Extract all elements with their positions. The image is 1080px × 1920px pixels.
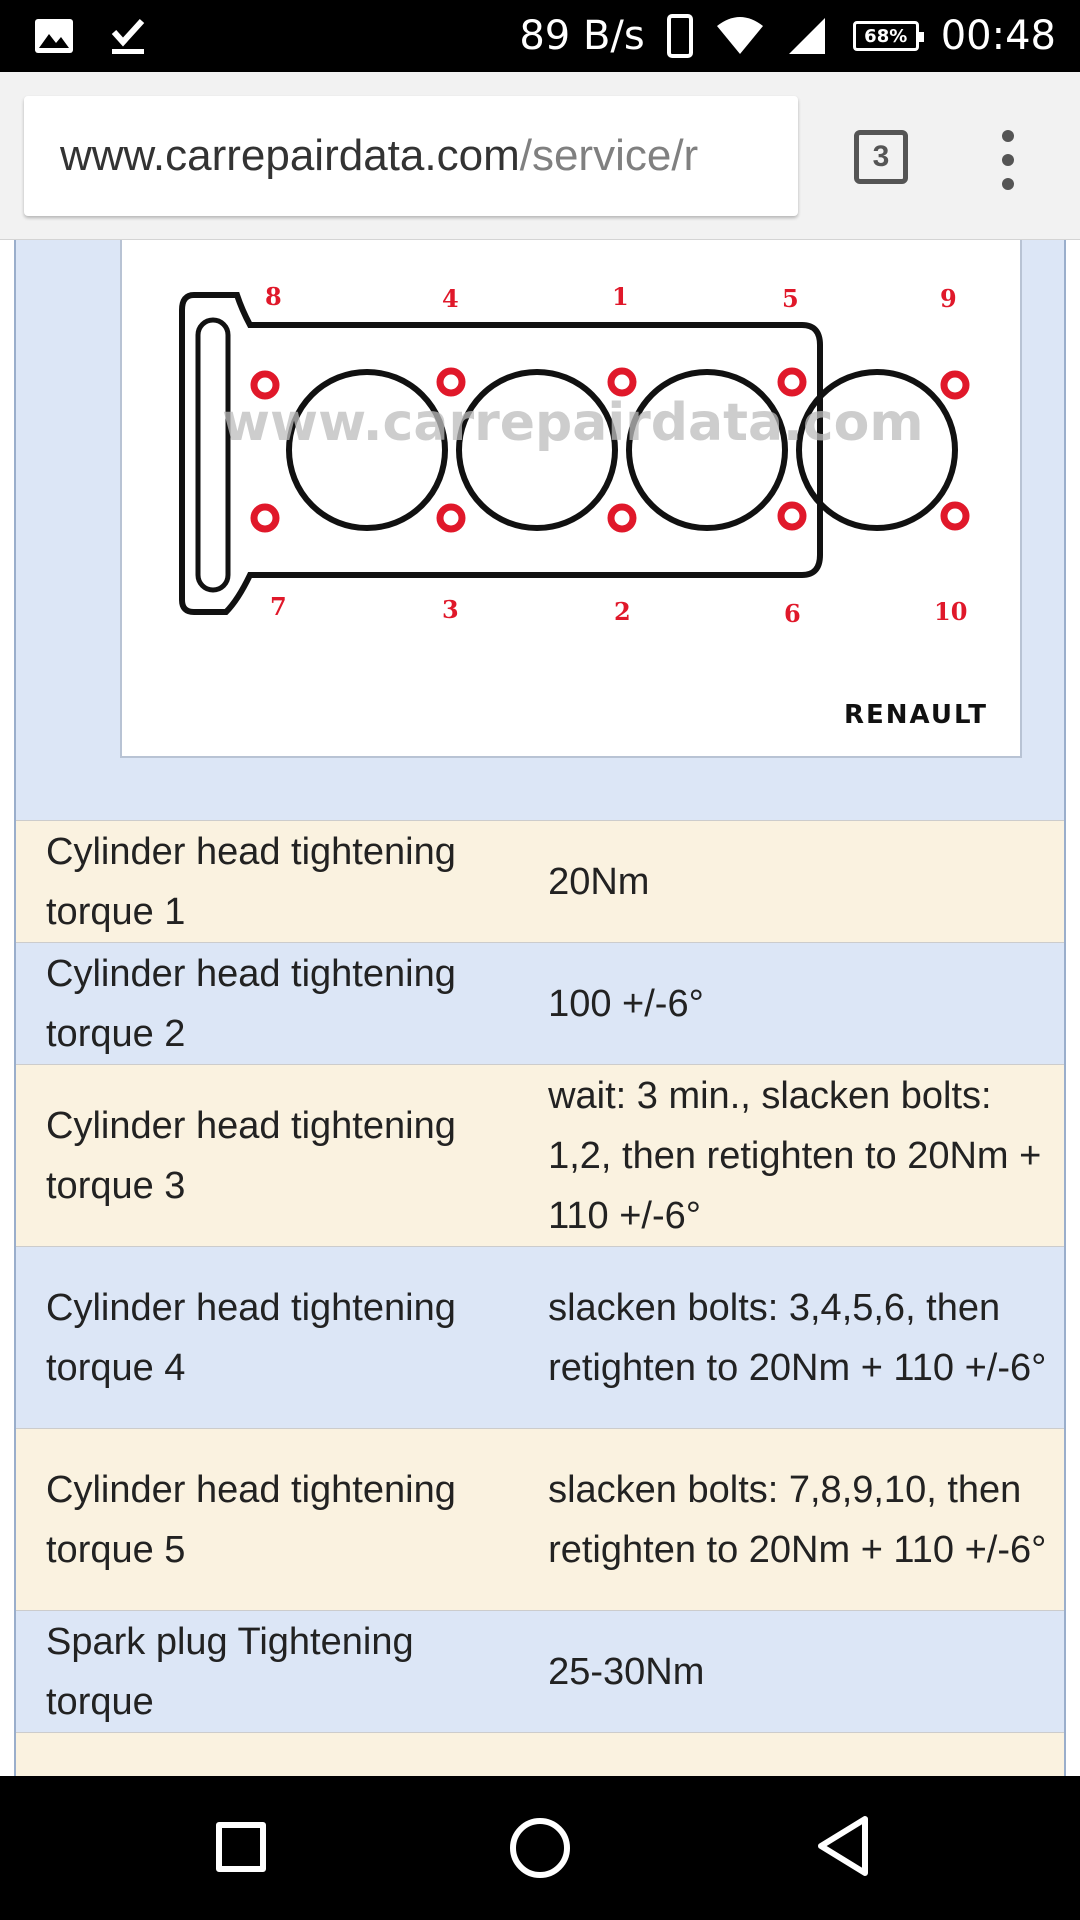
spec-label: Cylinder head tightening torque 2 — [13, 942, 539, 1065]
table-row: Cylinder head tightening torque 2 100 +/… — [13, 942, 1066, 1065]
bolt-number: 1 — [612, 282, 629, 311]
network-speed: 89 B/s — [519, 13, 645, 59]
specs-table: Cylinder head tightening torque 1 20Nm C… — [13, 820, 1066, 1776]
image-icon — [35, 19, 73, 53]
bolt-number: 7 — [270, 592, 287, 621]
bolt-number: 5 — [782, 284, 799, 313]
bolt-number: 2 — [614, 597, 631, 626]
bolt-number: 6 — [784, 599, 801, 628]
bolt-sequence-diagram: www.carrepairdata.com 8 4 1 5 9 7 3 — [179, 282, 970, 628]
spec-label: Engine oil with filter — [13, 1732, 539, 1776]
diagram-section: www.carrepairdata.com 8 4 1 5 9 7 3 — [14, 240, 1066, 820]
spec-label: Cylinder head tightening torque 5 — [13, 1428, 539, 1611]
url-path: /service/r — [519, 131, 699, 180]
spec-label: Cylinder head tightening torque 3 — [13, 1064, 539, 1247]
bolt-number: 8 — [265, 282, 282, 311]
table-row: Cylinder head tightening torque 1 20Nm — [13, 820, 1066, 943]
overflow-menu-icon[interactable] — [996, 130, 1020, 190]
spec-value: 20Nm — [538, 820, 1066, 943]
phone-icon — [666, 14, 693, 58]
brand-label: RENAULT — [844, 700, 988, 730]
download-done-icon — [111, 18, 145, 54]
spec-value: slacken bolts: 7,8,9,10, then retighten … — [538, 1428, 1066, 1611]
back-icon[interactable] — [815, 1814, 871, 1878]
url-host: www.carrepairdata.com — [60, 131, 520, 180]
recent-apps-icon[interactable] — [216, 1822, 266, 1872]
table-row: Spark plug Tightening torque 25-30Nm — [13, 1610, 1066, 1733]
diagram-watermark: www.carrepairdata.com — [222, 393, 924, 453]
table-row: Engine oil with filter 3.8l — [13, 1732, 1066, 1776]
navigation-bar — [0, 1776, 1080, 1920]
table-row: Cylinder head tightening torque 4 slacke… — [13, 1246, 1066, 1429]
url-bar[interactable]: www.carrepairdata.com/service/r — [24, 96, 798, 216]
spec-value: 25-30Nm — [538, 1610, 1066, 1733]
spec-value: 3.8l — [538, 1732, 1066, 1776]
signal-icon — [788, 18, 825, 54]
tab-switcher-button[interactable]: 3 — [854, 130, 908, 184]
home-icon[interactable] — [510, 1818, 570, 1878]
cylinder-head-diagram: www.carrepairdata.com 8 4 1 5 9 7 3 — [120, 240, 1022, 758]
bolt-number: 9 — [940, 284, 957, 313]
bolt-number: 10 — [934, 597, 967, 626]
page-content: www.carrepairdata.com 8 4 1 5 9 7 3 — [0, 240, 1080, 1776]
spec-value: slacken bolts: 3,4,5,6, then retighten t… — [538, 1246, 1066, 1429]
spec-value: wait: 3 min., slacken bolts: 1,2, then r… — [538, 1064, 1066, 1247]
battery-icon: 68% — [852, 21, 924, 51]
spec-label: Cylinder head tightening torque 4 — [13, 1246, 539, 1429]
spec-label: Spark plug Tightening torque — [13, 1610, 539, 1733]
clock: 00:48 — [940, 13, 1056, 59]
wifi-icon — [716, 17, 763, 54]
bolt-number: 3 — [442, 595, 459, 624]
spec-label: Cylinder head tightening torque 1 — [13, 820, 539, 943]
table-row: Cylinder head tightening torque 5 slacke… — [13, 1428, 1066, 1611]
browser-toolbar: www.carrepairdata.com/service/r 3 — [0, 72, 1080, 240]
spec-value: 100 +/-6° — [538, 942, 1066, 1065]
bolt-number: 4 — [442, 284, 459, 313]
tab-count: 3 — [872, 140, 890, 173]
status-bar: 89 B/s 68% 00:48 — [0, 0, 1080, 72]
table-row: Cylinder head tightening torque 3 wait: … — [13, 1064, 1066, 1247]
